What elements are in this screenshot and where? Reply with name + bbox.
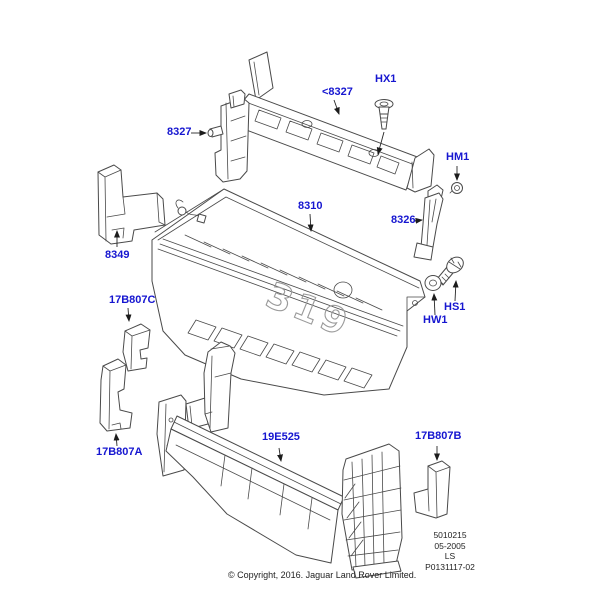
washer-hw1-icon[interactable] bbox=[424, 275, 442, 291]
nut-hm1-icon[interactable] bbox=[449, 182, 463, 194]
plate-info: 5010215 05-2005 LS P0131117-02 bbox=[404, 530, 496, 572]
bolt-hs1-icon[interactable] bbox=[436, 254, 466, 286]
part-label-8327-side[interactable]: 8327 bbox=[167, 126, 192, 138]
part-label-8326[interactable]: 8326 bbox=[391, 214, 416, 226]
pushpin-hx1-icon[interactable] bbox=[374, 99, 394, 130]
part-label-19e525[interactable]: 19E525 bbox=[262, 431, 300, 443]
top-panel-8327-drawing[interactable] bbox=[232, 51, 435, 193]
foam-8349-drawing[interactable] bbox=[97, 164, 166, 245]
plate-drawing-number: P0131117-02 bbox=[425, 561, 475, 572]
plate-catalogue-number: 5010215 bbox=[433, 530, 467, 540]
lower-duct-19e525-drawing[interactable] bbox=[156, 341, 403, 579]
foam-17b807a-drawing[interactable] bbox=[99, 358, 133, 432]
part-label-hw1[interactable]: HW1 bbox=[423, 314, 448, 326]
copyright-notice: © Copyright, 2016. Jaguar Land Rover Lim… bbox=[228, 570, 417, 580]
part-label-17b807a[interactable]: 17B807A bbox=[96, 446, 143, 458]
plate-model-code: LS bbox=[444, 551, 456, 562]
part-label-17b807c[interactable]: 17B807C bbox=[109, 294, 156, 306]
leader-lines bbox=[113, 99, 460, 462]
bracket-8326-drawing[interactable] bbox=[413, 184, 444, 261]
part-label-8327-top[interactable]: <8327 bbox=[322, 86, 353, 98]
foam-17b807c-drawing[interactable] bbox=[122, 323, 151, 372]
part-label-8349[interactable]: 8349 bbox=[105, 249, 130, 261]
foam-17b807b-drawing[interactable] bbox=[413, 460, 451, 519]
part-label-hx1[interactable]: HX1 bbox=[375, 73, 397, 85]
plate-date: 05-2005 bbox=[434, 540, 466, 551]
part-label-hs1[interactable]: HS1 bbox=[444, 301, 466, 313]
part-label-hm1[interactable]: HM1 bbox=[446, 151, 470, 163]
main-deflector-8310-drawing[interactable]: 319 bbox=[151, 188, 426, 396]
part-label-17b807b[interactable]: 17B807B bbox=[415, 430, 462, 442]
part-label-8310[interactable]: 8310 bbox=[298, 200, 323, 212]
side-bracket-8327-drawing[interactable] bbox=[207, 89, 250, 183]
